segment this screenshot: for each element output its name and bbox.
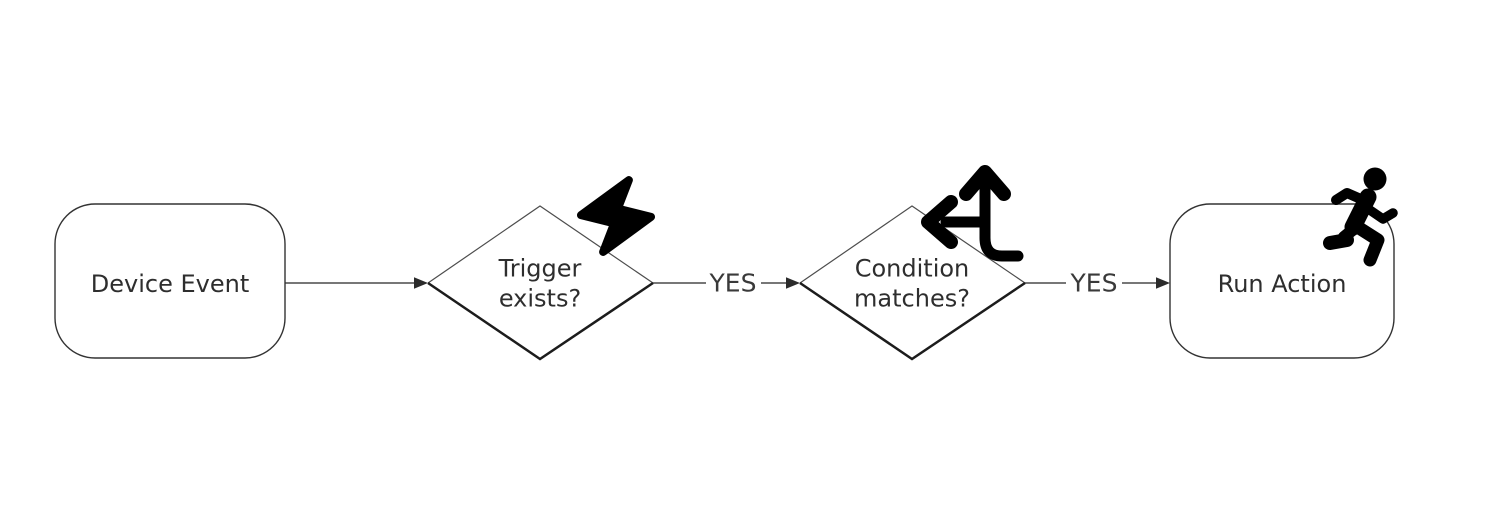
node-trigger-exists: [427, 205, 654, 361]
person-running-icon: [1323, 167, 1398, 267]
arrowhead: [414, 277, 428, 289]
arrowhead: [1156, 277, 1170, 289]
node-condition-matches: [799, 205, 1026, 361]
edge-trigger-to-condition: [653, 277, 800, 289]
node-device-event: [54, 203, 286, 359]
edge-device-event-to-trigger: [285, 277, 428, 289]
edge-condition-to-run-action: [1025, 277, 1170, 289]
arrowhead: [786, 277, 800, 289]
direction-split-arrows-icon: [921, 165, 1024, 262]
lightning-bolt-icon: [576, 176, 656, 256]
